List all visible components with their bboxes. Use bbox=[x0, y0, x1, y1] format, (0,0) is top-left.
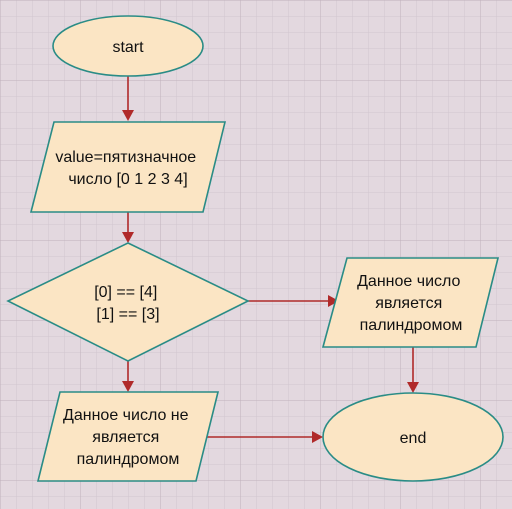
yes-output-parallelogram-shape bbox=[321, 257, 500, 348]
edge-start-to-input bbox=[122, 76, 134, 121]
node-yes-output-text-line: является bbox=[375, 295, 442, 312]
end-terminator-shape bbox=[322, 392, 504, 482]
node-end[interactable]: end bbox=[322, 392, 504, 482]
edge-decision-to-no-output bbox=[122, 361, 134, 392]
node-no-output[interactable]: Данное число не является палиндромом bbox=[36, 391, 220, 482]
node-input-text-line: value=пятизначное bbox=[55, 149, 196, 166]
node-decision-text-line: [1] == [3] bbox=[96, 306, 159, 323]
svg-text:[0] == [4] [1] == [3]: [0] == [4] [1] == [3] bbox=[94, 284, 162, 323]
start-terminator-shape bbox=[52, 15, 204, 77]
node-end-text-line: end bbox=[400, 430, 427, 447]
svg-text:start: start bbox=[112, 39, 144, 56]
node-no-output-text-line: является bbox=[92, 429, 159, 446]
decision-diamond-shape bbox=[6, 242, 250, 362]
svg-text:Данное число не является: Данное число не является палиндромом bbox=[63, 407, 193, 468]
node-decision[interactable]: [0] == [4] [1] == [3] bbox=[6, 242, 250, 362]
node-yes-output-text-line: палиндромом bbox=[360, 317, 463, 334]
node-yes-output-text-line: Данное число bbox=[357, 273, 460, 290]
svg-text:value=пятизначное число: value=пятизначное число [0 1 2 3 4] bbox=[55, 149, 200, 188]
node-input[interactable]: value=пятизначное число [0 1 2 3 4] bbox=[29, 121, 227, 213]
node-start-text-line: start bbox=[112, 39, 144, 56]
node-decision-text-line: [0] == [4] bbox=[94, 284, 157, 301]
svg-text:end: end bbox=[400, 430, 427, 447]
node-input-text-line: число [0 1 2 3 4] bbox=[68, 171, 187, 188]
edge-no-output-to-end bbox=[206, 431, 323, 443]
svg-text:Данное число является: Данное число является палиндромом bbox=[357, 273, 465, 334]
node-no-output-text-line: палиндромом bbox=[77, 451, 180, 468]
edge-decision-to-yes-output bbox=[248, 295, 339, 307]
input-parallelogram-shape bbox=[29, 121, 227, 213]
edge-input-to-decision bbox=[122, 212, 134, 243]
node-start[interactable]: start bbox=[52, 15, 204, 77]
node-yes-output[interactable]: Данное число является палиндромом bbox=[321, 257, 500, 348]
no-output-parallelogram-shape bbox=[36, 391, 220, 482]
edge-yes-output-to-end bbox=[407, 347, 419, 393]
node-no-output-text-line: Данное число не bbox=[63, 407, 189, 424]
